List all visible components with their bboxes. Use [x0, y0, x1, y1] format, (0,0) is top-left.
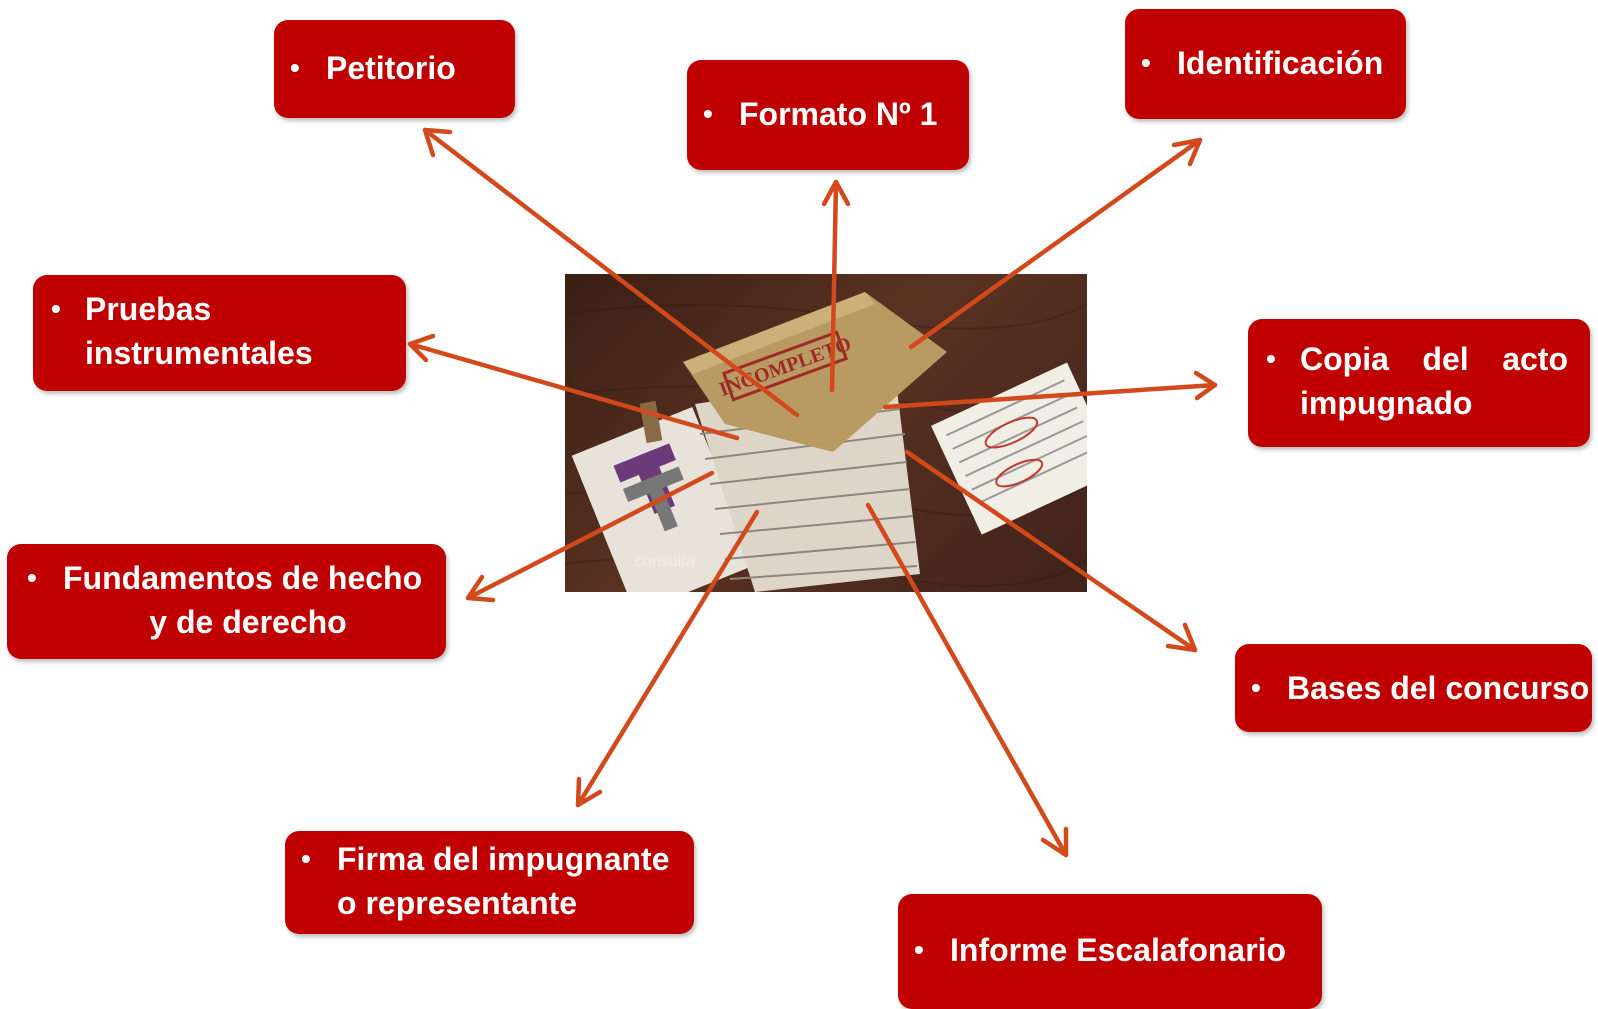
watermark-text: consulta: [635, 553, 695, 570]
document-stack-illustration: INCOMPLETO consulta: [565, 292, 1087, 592]
copia-label-line2: impugnado: [1300, 385, 1473, 421]
informe-box: • Informe Escalafonario: [898, 894, 1322, 1009]
fundamentos-label-line2: y de derecho: [149, 604, 347, 640]
firma-label-line2: o representante: [337, 885, 578, 921]
bullet-icon: •: [290, 52, 300, 83]
bases-label: Bases del concurso: [1287, 670, 1590, 706]
identificacion-box: • Identificación: [1125, 9, 1406, 119]
pruebas-label-line2: instrumentales: [85, 335, 313, 371]
identificacion-label: Identificación: [1177, 45, 1384, 81]
bullet-icon: •: [51, 293, 61, 324]
bullet-icon: •: [301, 843, 311, 874]
bullet-icon: •: [914, 934, 924, 965]
fundamentos-label-line1: Fundamentos de hecho: [63, 560, 423, 596]
bullet-icon: •: [1251, 672, 1261, 703]
bullet-icon: •: [1266, 343, 1276, 374]
fundamentos-box: • Fundamentos de hecho y de derecho: [7, 544, 446, 659]
bullet-icon: •: [27, 562, 37, 593]
petitorio-label: Petitorio: [326, 50, 456, 86]
firma-box: • Firma del impugnante o representante: [285, 831, 694, 934]
pruebas-box: • Pruebas instrumentales: [33, 275, 406, 391]
bullet-icon: •: [1141, 47, 1151, 78]
formato-box: • Formato Nº 1: [687, 60, 969, 170]
informe-label: Informe Escalafonario: [950, 932, 1287, 968]
copia-label-line1: Copia del acto: [1300, 341, 1568, 377]
formato-label: Formato Nº 1: [739, 96, 938, 132]
document-stack-photo: INCOMPLETO consulta: [565, 274, 1087, 592]
firma-label-line1: Firma del impugnante: [337, 841, 670, 877]
pruebas-label-line1: Pruebas: [85, 291, 212, 327]
copia-box: • Copia del acto impugnado: [1248, 319, 1590, 447]
bases-box: • Bases del concurso: [1235, 644, 1592, 732]
petitorio-box: • Petitorio: [274, 20, 515, 118]
bullet-icon: •: [703, 98, 713, 129]
